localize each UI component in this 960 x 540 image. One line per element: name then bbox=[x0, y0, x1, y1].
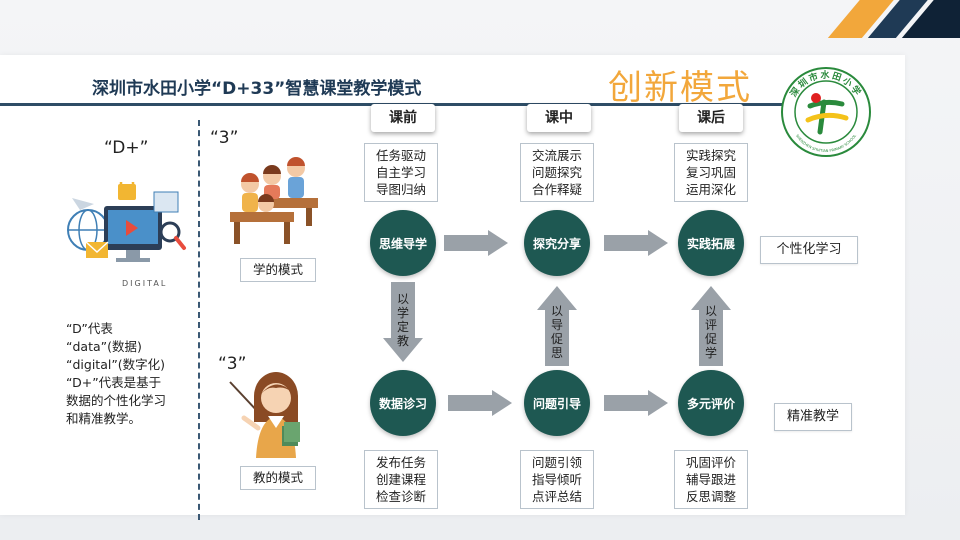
node-explore-share: 探究分享 bbox=[524, 210, 590, 276]
arrow-up bbox=[691, 286, 731, 366]
task-box-after-teach: 巩固评价 辅导跟进 反思调整 bbox=[674, 450, 748, 509]
task-item: 自主学习 bbox=[375, 165, 426, 180]
task-item: 运用深化 bbox=[685, 182, 736, 197]
desc-line: 数据的个性化学习 bbox=[66, 393, 167, 408]
task-item: 问题探究 bbox=[531, 165, 582, 180]
desc-line: 和精准教学。 bbox=[66, 411, 142, 426]
left-divider bbox=[198, 120, 200, 520]
page-title: 深圳市水田小学“D+33”智慧课堂教学模式 bbox=[92, 79, 422, 99]
arrow-up bbox=[537, 286, 577, 366]
teach-mode-label: 教的模式 bbox=[240, 466, 316, 490]
phase-before-class: 课前 bbox=[371, 104, 435, 132]
task-box-in-teach: 问题引领 指导倾听 点评总结 bbox=[520, 450, 594, 509]
task-item: 导图归纳 bbox=[375, 182, 426, 197]
task-item: 辅导跟进 bbox=[685, 472, 736, 487]
desc-line: “digital”(数字化) bbox=[66, 357, 166, 372]
task-item: 交流展示 bbox=[531, 148, 582, 163]
node-mindmap-guided: 思维导学 bbox=[370, 210, 436, 276]
task-item: 点评总结 bbox=[531, 489, 582, 504]
school-logo: 深圳市水田小学 SHENZHEN SHUITIAN PRIMARY SCHOOL bbox=[781, 67, 871, 157]
arrow-right bbox=[448, 390, 512, 416]
content-panel bbox=[0, 55, 905, 515]
teacher-illustration bbox=[229, 372, 300, 458]
side-label-precision-teaching: 精准教学 bbox=[774, 403, 852, 431]
task-box-after: 实践探究 复习巩固 运用深化 bbox=[674, 143, 748, 202]
task-box-before-teach: 发布任务 创建课程 检查诊断 bbox=[364, 450, 438, 509]
students-illustration bbox=[230, 157, 318, 244]
desc-line: “data”(数据) bbox=[66, 339, 142, 354]
desc-line: “D”代表 bbox=[66, 321, 113, 336]
side-label-personalized-learning: 个性化学习 bbox=[760, 236, 858, 264]
task-item: 创建课程 bbox=[375, 472, 426, 487]
phase-after-class: 课后 bbox=[679, 104, 743, 132]
desc-line: “D+”代表是基于 bbox=[66, 375, 162, 390]
label-guide-promotes-thinking: 以导促思 bbox=[550, 304, 563, 360]
learn-three-label: “3” bbox=[210, 128, 239, 148]
task-item: 任务驱动 bbox=[375, 148, 426, 163]
task-item: 反思调整 bbox=[685, 489, 736, 504]
task-box-in: 交流展示 问题探究 合作释疑 bbox=[520, 143, 594, 202]
label-evaluate-promotes-learning: 以评促学 bbox=[704, 304, 717, 360]
dplus-description: “D”代表 “data”(数据) “digital”(数字化) “D+”代表是基… bbox=[66, 320, 166, 428]
digital-illustration: DIGITAL bbox=[67, 182, 186, 288]
task-item: 合作释疑 bbox=[531, 182, 582, 197]
task-item: 指导倾听 bbox=[531, 472, 582, 487]
arrow-right bbox=[604, 390, 668, 416]
phase-in-class: 课中 bbox=[527, 104, 591, 132]
task-item: 复习巩固 bbox=[685, 165, 736, 180]
task-item: 检查诊断 bbox=[375, 489, 426, 504]
node-question-guide: 问题引导 bbox=[524, 370, 590, 436]
arrow-down bbox=[383, 282, 423, 362]
node-practice-extend: 实践拓展 bbox=[678, 210, 744, 276]
node-data-diagnosis: 数据诊习 bbox=[370, 370, 436, 436]
task-item: 问题引领 bbox=[531, 455, 582, 470]
task-box-before: 任务驱动 自主学习 导图归纳 bbox=[364, 143, 438, 202]
task-item: 实践探究 bbox=[685, 148, 736, 163]
title-tag: 创新模式 bbox=[608, 68, 752, 108]
dplus-label: “D+” bbox=[104, 138, 149, 158]
task-item: 巩固评价 bbox=[685, 455, 736, 470]
task-item: 发布任务 bbox=[375, 455, 426, 470]
digital-caption: DIGITAL bbox=[122, 279, 167, 288]
teach-three-label: “3” bbox=[218, 354, 247, 374]
learn-mode-label: 学的模式 bbox=[240, 258, 316, 282]
arrow-right bbox=[604, 230, 668, 256]
arrow-right bbox=[444, 230, 508, 256]
label-learn-determines-teach: 以学定教 bbox=[396, 292, 409, 348]
node-multi-evaluation: 多元评价 bbox=[678, 370, 744, 436]
